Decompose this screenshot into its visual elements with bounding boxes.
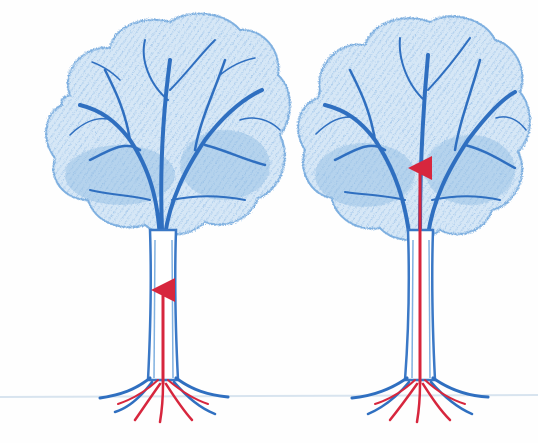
right-tree-roots — [352, 378, 488, 422]
right-tree-canopy — [298, 16, 530, 240]
ground-line — [0, 395, 538, 397]
left-tree-roots — [100, 378, 228, 422]
left-tree — [46, 14, 290, 422]
right-tree — [298, 16, 530, 422]
